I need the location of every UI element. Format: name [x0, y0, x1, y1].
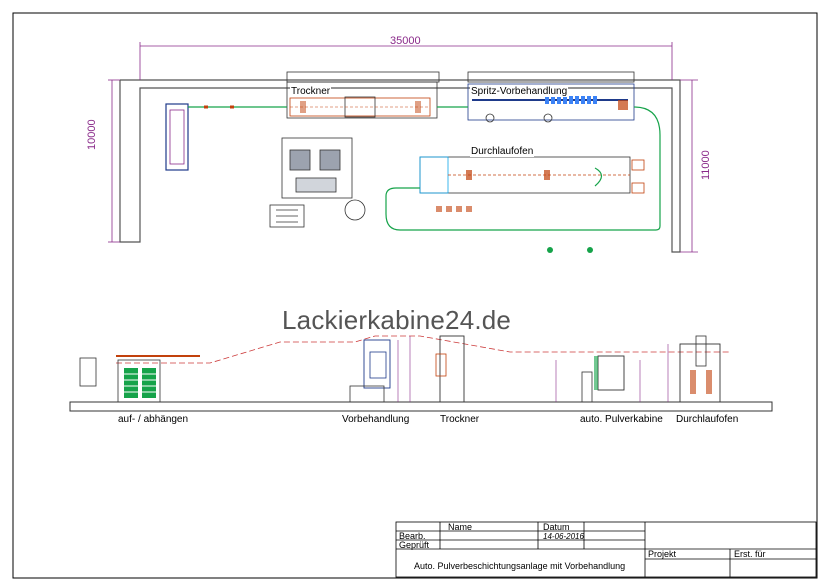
- station-label-trockner: Trockner: [290, 86, 332, 97]
- tb-row-geprueft: Geprüft: [399, 540, 430, 550]
- tb-date-value: 14-06-2016: [543, 532, 584, 541]
- pulverkabine-side: [555, 355, 641, 403]
- dimension-width-label: 35000: [390, 35, 421, 47]
- side-label-trockner: Trockner: [440, 414, 480, 425]
- watermark: Lackierkabine24.de: [282, 305, 512, 335]
- loading-station-side: [79, 355, 200, 403]
- tb-col-name: Name: [448, 522, 473, 532]
- tb-description: Auto. Pulverbeschichtungsanlage mit Vorb…: [414, 561, 626, 571]
- side-label-vorbehandlung: Vorbehandlung: [342, 414, 410, 425]
- dimension-11000: [680, 79, 698, 253]
- hall-outline: [119, 79, 681, 253]
- tb-projekt: Projekt: [648, 549, 677, 559]
- durchlaufofen-side: [667, 335, 721, 403]
- trockner-side: [409, 335, 465, 403]
- side-label-pulverkabine: auto. Pulverkabine: [580, 414, 663, 425]
- side-label-durchlaufofen: Durchlaufofen: [676, 414, 739, 425]
- load-station-plan: [165, 103, 189, 171]
- tb-col-datum: Datum: [543, 522, 570, 532]
- title-block: [395, 521, 817, 578]
- tb-erst-fuer: Erst. für: [734, 549, 766, 559]
- vorbehandlung-side: [349, 339, 399, 403]
- spritz-vorbehandlung-unit: [467, 71, 635, 123]
- station-label-durchlaufofen: Durchlaufofen: [470, 146, 535, 157]
- dimension-height-left-label: 10000: [86, 119, 98, 150]
- floor-line: [69, 401, 773, 412]
- dimension-10000: [108, 79, 120, 243]
- dimension-height-right-label: 11000: [700, 150, 712, 180]
- side-label-auf-abhaengen: auf- / abhängen: [118, 414, 189, 425]
- dimension-35000: [139, 42, 673, 80]
- trockner-unit: [286, 71, 440, 119]
- powder-booth-plan: [269, 137, 366, 228]
- tool-icons: [547, 247, 593, 253]
- station-label-spritz-vorbehandlung: Spritz-Vorbehandlung: [470, 86, 569, 97]
- durchlaufofen-unit: [419, 156, 645, 194]
- tb-row-bearb: Bearb.: [399, 531, 426, 541]
- hanger-racks: [436, 206, 472, 212]
- sheet-border: [12, 12, 818, 579]
- conveyor-loop: [188, 105, 661, 231]
- overhead-conveyor-profile: [116, 335, 730, 364]
